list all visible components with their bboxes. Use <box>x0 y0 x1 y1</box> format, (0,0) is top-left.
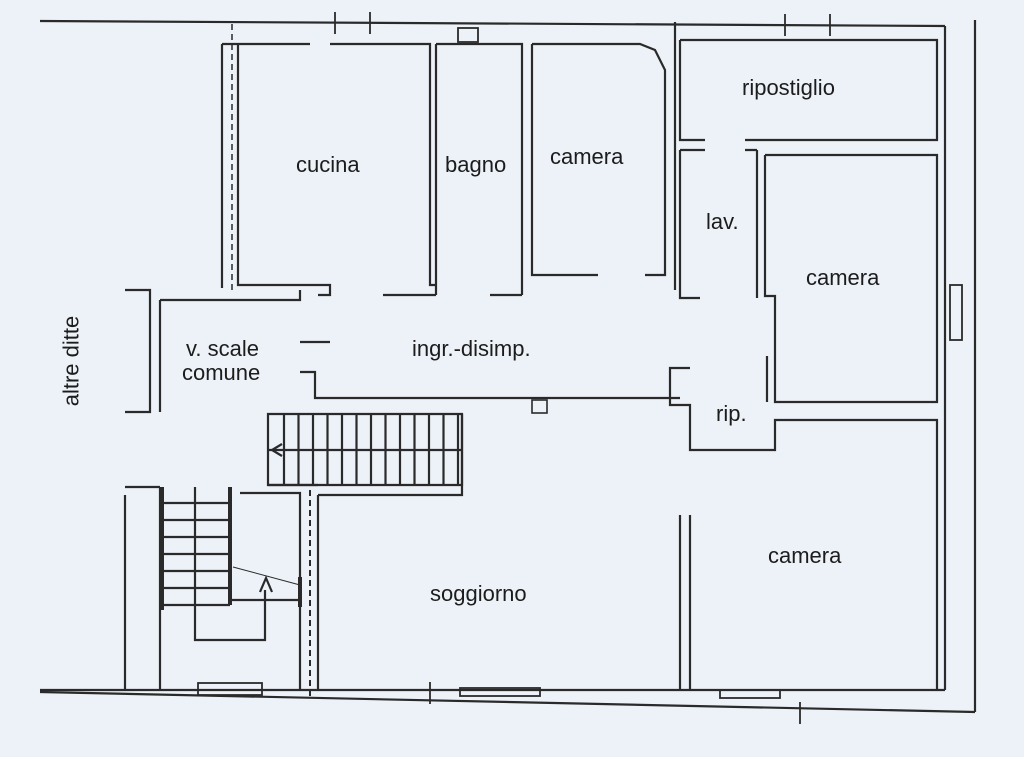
room-label-bagno: bagno <box>445 152 507 177</box>
room-label-comune: comune <box>182 360 261 385</box>
room-label-soggiorno: soggiorno <box>430 581 527 606</box>
room-label-cucina: cucina <box>296 152 360 177</box>
room-label-lav: lav. <box>706 209 739 234</box>
stairs-upper <box>266 412 464 487</box>
window <box>459 687 541 697</box>
room-label-camera-1: camera <box>550 144 624 169</box>
column <box>531 399 548 414</box>
wall-ripostiglio <box>673 22 939 290</box>
wall-lav <box>678 148 759 300</box>
window <box>949 284 963 341</box>
room-label-camera-2: camera <box>806 265 880 290</box>
stairs-lower-wall <box>123 485 162 690</box>
room-label-ripostiglio: ripostiglio <box>742 75 835 100</box>
wall-bagno <box>383 42 524 297</box>
window <box>197 682 263 696</box>
stair-path <box>193 487 267 642</box>
wall-camera-3 <box>678 515 692 690</box>
stair-arrow-icon <box>258 575 274 593</box>
wall-soggiorno <box>268 414 464 690</box>
room-label-scale: v. scale <box>186 336 259 361</box>
wall-scale <box>125 288 680 414</box>
room-label-ingresso: ingr.-disimp. <box>412 336 531 361</box>
wall-camera-2 <box>763 153 939 404</box>
door-swing <box>232 566 301 586</box>
room-label-rip: rip. <box>716 401 747 426</box>
stair-arrow-icon <box>269 443 283 457</box>
wall-camera-1 <box>530 42 667 277</box>
label-altre-ditte: altre ditte <box>58 315 84 407</box>
window <box>457 27 479 43</box>
window <box>719 689 781 699</box>
wall-cucina <box>220 42 436 297</box>
wall-small-room <box>240 491 302 690</box>
room-label-camera-3: camera <box>768 543 842 568</box>
wall-rip <box>668 356 939 690</box>
outer-wall <box>39 19 977 714</box>
